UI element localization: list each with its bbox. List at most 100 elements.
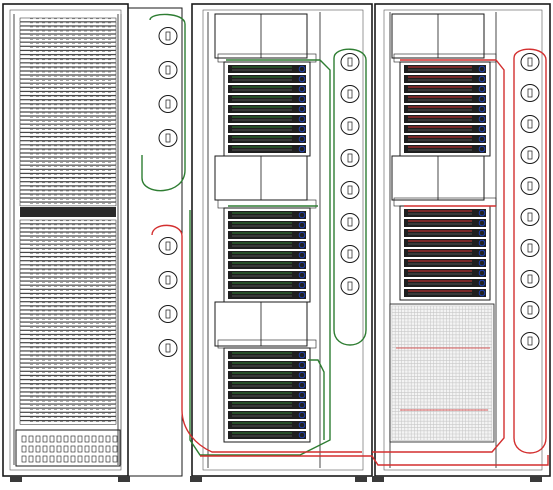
- switch-unit: [228, 95, 306, 103]
- fiber-port: [298, 85, 306, 93]
- patch-panel: [19, 400, 117, 405]
- switch-unit: [404, 145, 486, 153]
- patch-panel: [19, 34, 117, 39]
- bank-top-tray: [217, 53, 317, 63]
- patch-panel: [19, 277, 117, 282]
- patch-panel: [19, 140, 117, 145]
- outlet: [158, 271, 178, 289]
- switch-unit: [228, 115, 306, 123]
- fiber-port: [478, 125, 486, 133]
- patch-panel: [19, 285, 117, 290]
- cabinet-right-inner-frame: [383, 9, 543, 471]
- switch-unit: [228, 351, 306, 359]
- patch-panel: [19, 173, 117, 178]
- switch-unit: [228, 105, 306, 113]
- patch-panel: [19, 219, 117, 224]
- patch-panel: [19, 62, 117, 67]
- connector: [49, 435, 55, 443]
- patch-panel: [19, 194, 117, 198]
- patch-panel: [19, 248, 117, 253]
- patch-panel: [19, 87, 117, 92]
- patch-panel: [19, 112, 117, 116]
- switch-unit: [228, 391, 306, 399]
- outlet-socket: [165, 241, 171, 251]
- fiber-port: [298, 221, 306, 229]
- fiber-port: [478, 75, 486, 83]
- patch-panel: [19, 416, 117, 421]
- fiber-port: [298, 115, 306, 123]
- fiber-port: [298, 281, 306, 289]
- patch-panel: [19, 391, 117, 396]
- connector: [21, 455, 27, 463]
- patch-panel: [19, 236, 117, 241]
- patch-panel: [19, 79, 117, 84]
- patch-panel: [19, 260, 117, 265]
- switch-unit: [228, 211, 306, 219]
- patch-panel: [19, 120, 117, 125]
- fiber-port: [478, 219, 486, 227]
- connector: [42, 455, 48, 463]
- outlet-socket: [347, 185, 353, 195]
- patch-panel: [19, 256, 117, 261]
- fiber-port: [298, 351, 306, 359]
- patch-panel: [19, 107, 117, 112]
- patch-panel: [19, 189, 117, 194]
- outlet: [340, 181, 360, 199]
- red-cable: [513, 48, 547, 454]
- patch-panel: [19, 412, 117, 417]
- patch-panel: [19, 38, 117, 43]
- patch-panel: [19, 318, 117, 323]
- switch-unit: [228, 371, 306, 379]
- switch-unit: [404, 289, 486, 297]
- patch-panel: [19, 355, 117, 359]
- patch-panel: [19, 144, 117, 149]
- patch-panel: [19, 330, 117, 335]
- outlet-socket: [527, 57, 533, 67]
- switch-unit: [228, 125, 306, 133]
- connector: [21, 445, 27, 453]
- bank-top-tray: [217, 199, 317, 209]
- switch-unit: [228, 135, 306, 143]
- fiber-port: [478, 229, 486, 237]
- fiber-port: [478, 135, 486, 143]
- switch-unit: [228, 251, 306, 259]
- connector: [84, 455, 90, 463]
- patch-panel: [19, 396, 117, 400]
- patch-panel: [19, 177, 117, 182]
- patch-panel: [19, 202, 117, 207]
- cabinet-middle-inner-frame: [202, 9, 364, 471]
- outlet: [520, 301, 540, 319]
- patch-panel: [19, 161, 117, 166]
- switch-unit: [404, 279, 486, 287]
- connector: [105, 435, 111, 443]
- patch-panel: [19, 281, 117, 286]
- green-cable: [189, 59, 331, 456]
- connector: [35, 435, 41, 443]
- fiber-port: [298, 65, 306, 73]
- patch-panel: [19, 198, 117, 203]
- outlet: [158, 339, 178, 357]
- connector: [112, 445, 118, 453]
- connector: [35, 445, 41, 453]
- patch-panel: [19, 181, 117, 186]
- patch-panel: [19, 408, 117, 413]
- connector: [63, 455, 69, 463]
- cabinet-foot: [355, 476, 367, 482]
- fiber-port: [298, 231, 306, 239]
- red-cable: [151, 224, 362, 453]
- patch-panel: [19, 157, 117, 162]
- connector: [98, 445, 104, 453]
- patch-panel: [19, 21, 117, 26]
- patch-panel: [19, 375, 117, 380]
- fiber-port: [298, 291, 306, 299]
- fiber-port: [298, 371, 306, 379]
- outlet-socket: [347, 57, 353, 67]
- outlet: [340, 245, 360, 263]
- outlet-socket: [347, 121, 353, 131]
- outlet: [158, 95, 178, 113]
- switch-unit: [404, 75, 486, 83]
- patch-panel: [19, 322, 117, 327]
- outlet-socket: [527, 212, 533, 222]
- patch-panel: [19, 132, 117, 137]
- patch-panel: [19, 136, 117, 141]
